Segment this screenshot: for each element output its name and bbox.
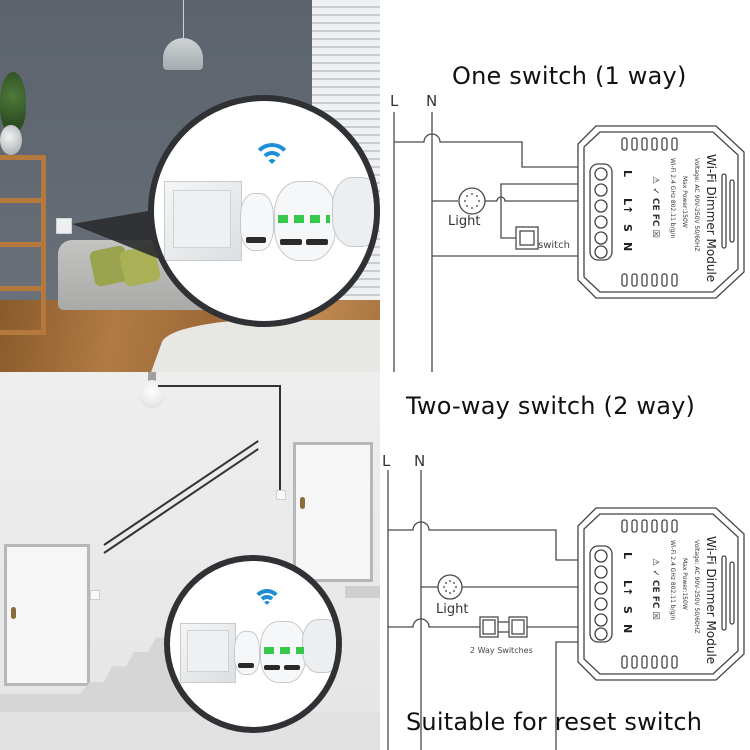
terminal-block xyxy=(280,239,302,245)
two-way-wiring-diagram: Two-way switch (2 way) L N Light xyxy=(380,372,750,750)
vase xyxy=(0,125,22,155)
rug xyxy=(149,320,380,372)
bookshelf xyxy=(0,155,46,335)
wifi-dimmer-module: L L↑ S N Wi-Fi Dimmer Module Voltage: AC… xyxy=(576,124,746,299)
light-label: Light xyxy=(448,214,481,229)
dimmer-module xyxy=(234,631,260,675)
wiring-lines xyxy=(387,470,578,750)
light-label: Light xyxy=(436,602,469,617)
switch-plate xyxy=(180,623,236,683)
module-title: Wi-Fi Dimmer Module xyxy=(704,154,718,283)
switch-label: switch xyxy=(538,240,570,251)
one-way-wiring-diagram: One switch (1 way) L N Light swi xyxy=(380,0,750,372)
module-max-power: Max Power:150W xyxy=(681,176,688,228)
terminal-block xyxy=(284,665,300,670)
lower-switch xyxy=(90,590,100,600)
pendant-lamp xyxy=(163,38,203,70)
upper-door xyxy=(293,442,373,582)
live-label: L xyxy=(382,452,391,470)
neutral-label: N xyxy=(414,452,426,470)
switch-key xyxy=(187,630,229,672)
two-way-switches-label: 2 Way Switches xyxy=(470,646,533,655)
terminal-block xyxy=(246,237,266,243)
light-bulb xyxy=(140,380,164,408)
zoom-inset-circle xyxy=(148,95,380,327)
switch-plate xyxy=(164,181,242,261)
green-arrow-icons xyxy=(264,647,304,654)
live-label: L xyxy=(390,92,399,110)
terminal-l: L xyxy=(621,170,634,178)
floor xyxy=(0,712,380,750)
shelf-row xyxy=(0,198,46,203)
upper-switch xyxy=(276,490,286,500)
wifi-icon xyxy=(252,589,282,613)
module-title: Wi-Fi Dimmer Module xyxy=(704,536,718,665)
footer-caption: Suitable for reset switch xyxy=(406,708,703,736)
terminal-block xyxy=(264,665,280,670)
zoom-inset-circle xyxy=(164,555,342,733)
green-arrow-icons xyxy=(278,215,330,223)
wifi-dimmer-module: L L↑ S N Wi-Fi Dimmer Module Voltage: AC… xyxy=(576,506,746,681)
lower-door xyxy=(4,544,90,686)
wall-box xyxy=(302,619,336,673)
living-room-photo xyxy=(0,0,380,372)
wall-switch xyxy=(56,218,72,234)
terminal-block xyxy=(238,663,254,668)
terminal-n: N xyxy=(621,624,634,634)
terminal-s: S xyxy=(621,224,634,232)
module-outline xyxy=(577,125,745,299)
shelf-row xyxy=(0,242,46,247)
module-voltage: Voltage: AC 90V-250V 50/60HZ xyxy=(693,540,700,634)
diagram-title: One switch (1 way) xyxy=(452,62,687,90)
switch-key xyxy=(173,190,231,248)
terminal-l-out: L↑ xyxy=(621,198,634,215)
door-knob xyxy=(11,607,16,619)
wiring-lines xyxy=(393,112,578,372)
module-wifi-spec: Wi-Fi 2.4 GHz 802.11 b/g/n xyxy=(669,158,676,239)
bulb-base xyxy=(148,372,156,382)
terminal-s: S xyxy=(621,606,634,614)
plant xyxy=(0,72,26,132)
shelf-row xyxy=(0,286,46,291)
neutral-label: N xyxy=(426,92,438,110)
module-voltage: Voltage: AC 90V-250V 50/60HZ xyxy=(693,158,700,252)
module-wifi-spec: Wi-Fi 2.4 GHz 802.11 b/g/n xyxy=(669,540,676,621)
module-outline xyxy=(577,507,745,681)
wire xyxy=(158,385,280,387)
terminal-block xyxy=(306,239,328,245)
landing xyxy=(345,586,380,598)
wall-box xyxy=(332,177,374,247)
wifi-icon xyxy=(252,143,292,173)
diagram-title: Two-way switch (2 way) xyxy=(406,392,696,420)
terminal-n: N xyxy=(621,242,634,252)
pendant-cord xyxy=(183,0,184,40)
module-max-power: Max Power:150W xyxy=(681,558,688,610)
certification-marks: ⚠ ✓ CE FC ☒ xyxy=(650,176,660,238)
door-knob xyxy=(300,497,305,509)
certification-marks: ⚠ ✓ CE FC ☒ xyxy=(650,558,660,620)
terminal-l-out: L↑ xyxy=(621,580,634,597)
wire xyxy=(279,385,281,493)
terminal-l: L xyxy=(621,552,634,560)
